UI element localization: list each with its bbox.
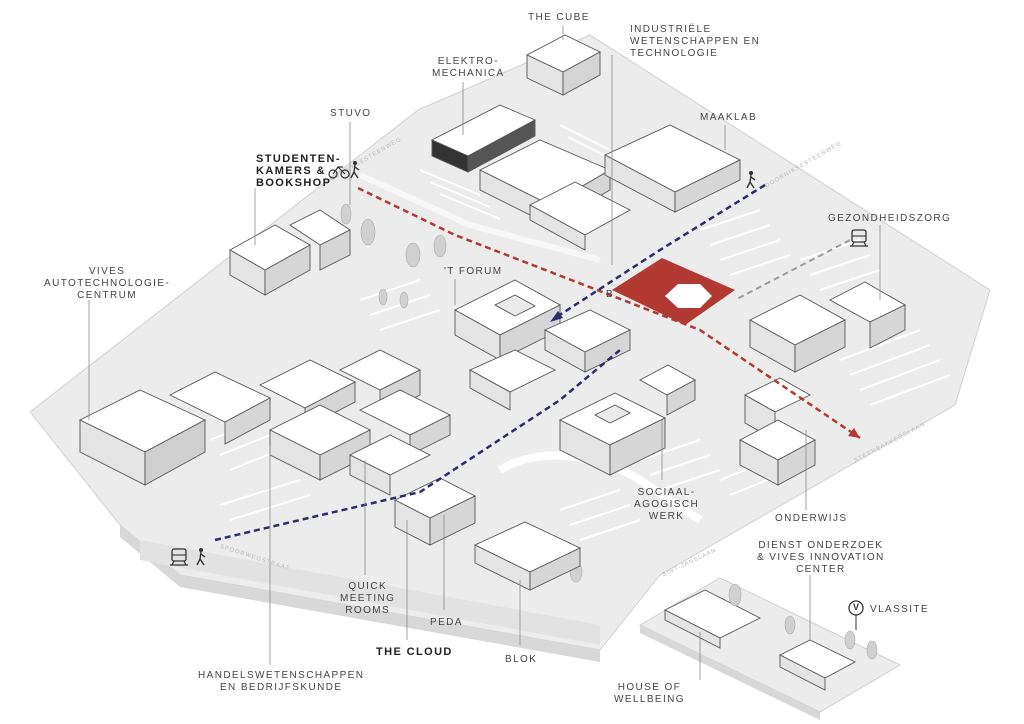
- label-studentenkamers[interactable]: STUDENTEN- KAMERS & BOOKSHOP: [256, 153, 341, 189]
- vlassite-inset: [638, 577, 902, 720]
- label-forum[interactable]: 'T FORUM: [444, 266, 503, 277]
- label-house-of-wellbeing[interactable]: HOUSE OF WELLBEING: [614, 682, 685, 705]
- label-elektromechanica[interactable]: ELEKTRO- MECHANICA: [432, 56, 505, 79]
- route-blue-bottom: [214, 349, 621, 542]
- label-quick-meeting-rooms[interactable]: QUICK MEETING ROOMS: [340, 581, 396, 616]
- pedestrian-icon: [746, 171, 756, 189]
- label-gezondheidszorg[interactable]: GEZONDHEIDSZORG: [828, 213, 952, 224]
- label-industriele-wetenschappen[interactable]: INDUSTRIËLE WETENSCHAPPEN EN TECHNOLOGIE: [630, 24, 761, 59]
- train-pedestrian-icon: [170, 548, 206, 566]
- route-blue-arrow: [550, 311, 563, 322]
- label-dienst-onderzoek[interactable]: DIENST ONDERZOEK & VIVES INNOVATION CENT…: [757, 540, 885, 575]
- label-sociaal-agogisch[interactable]: SOCIAAL- AGOGISCH WERK: [634, 487, 700, 522]
- label-vives-autotechnologie[interactable]: VIVES AUTOTECHNOLOGIE- CENTRUM: [44, 266, 171, 301]
- road-bottom: [140, 540, 600, 645]
- label-b: B: [606, 289, 615, 300]
- campus-ground-edge: [120, 525, 600, 662]
- leader-lines: [88, 26, 881, 680]
- v-marker-letter: V: [852, 602, 859, 612]
- train-icon: [850, 229, 868, 247]
- buildings: [78, 34, 906, 591]
- label-peda[interactable]: PEDA: [430, 617, 463, 628]
- label-vlassite[interactable]: VLASSITE: [870, 604, 929, 615]
- label-stuvo[interactable]: STUVO: [330, 108, 372, 119]
- route-blue-top: [554, 183, 766, 320]
- label-maaklab[interactable]: MAAKLAB: [700, 112, 758, 123]
- route-red-arrow: [848, 428, 860, 438]
- label-handelswetenschappen[interactable]: HANDELSWETENSCHAPPEN EN BEDRIJFSKUNDE: [198, 670, 365, 693]
- label-the-cube[interactable]: THE CUBE: [528, 12, 590, 23]
- highlighted-building-marker: [665, 284, 712, 308]
- bicycle-pedestrian-icon: [328, 161, 360, 179]
- label-blok[interactable]: BLOK: [505, 654, 538, 665]
- route-grey: [734, 239, 851, 301]
- label-the-cloud[interactable]: THE CLOUD: [376, 646, 453, 658]
- v-marker-icon: V: [848, 600, 864, 630]
- trees: [340, 203, 583, 583]
- inner-road-2: [358, 172, 601, 263]
- label-onderwijs[interactable]: ONDERWIJS: [775, 513, 848, 524]
- route-red: [357, 186, 861, 440]
